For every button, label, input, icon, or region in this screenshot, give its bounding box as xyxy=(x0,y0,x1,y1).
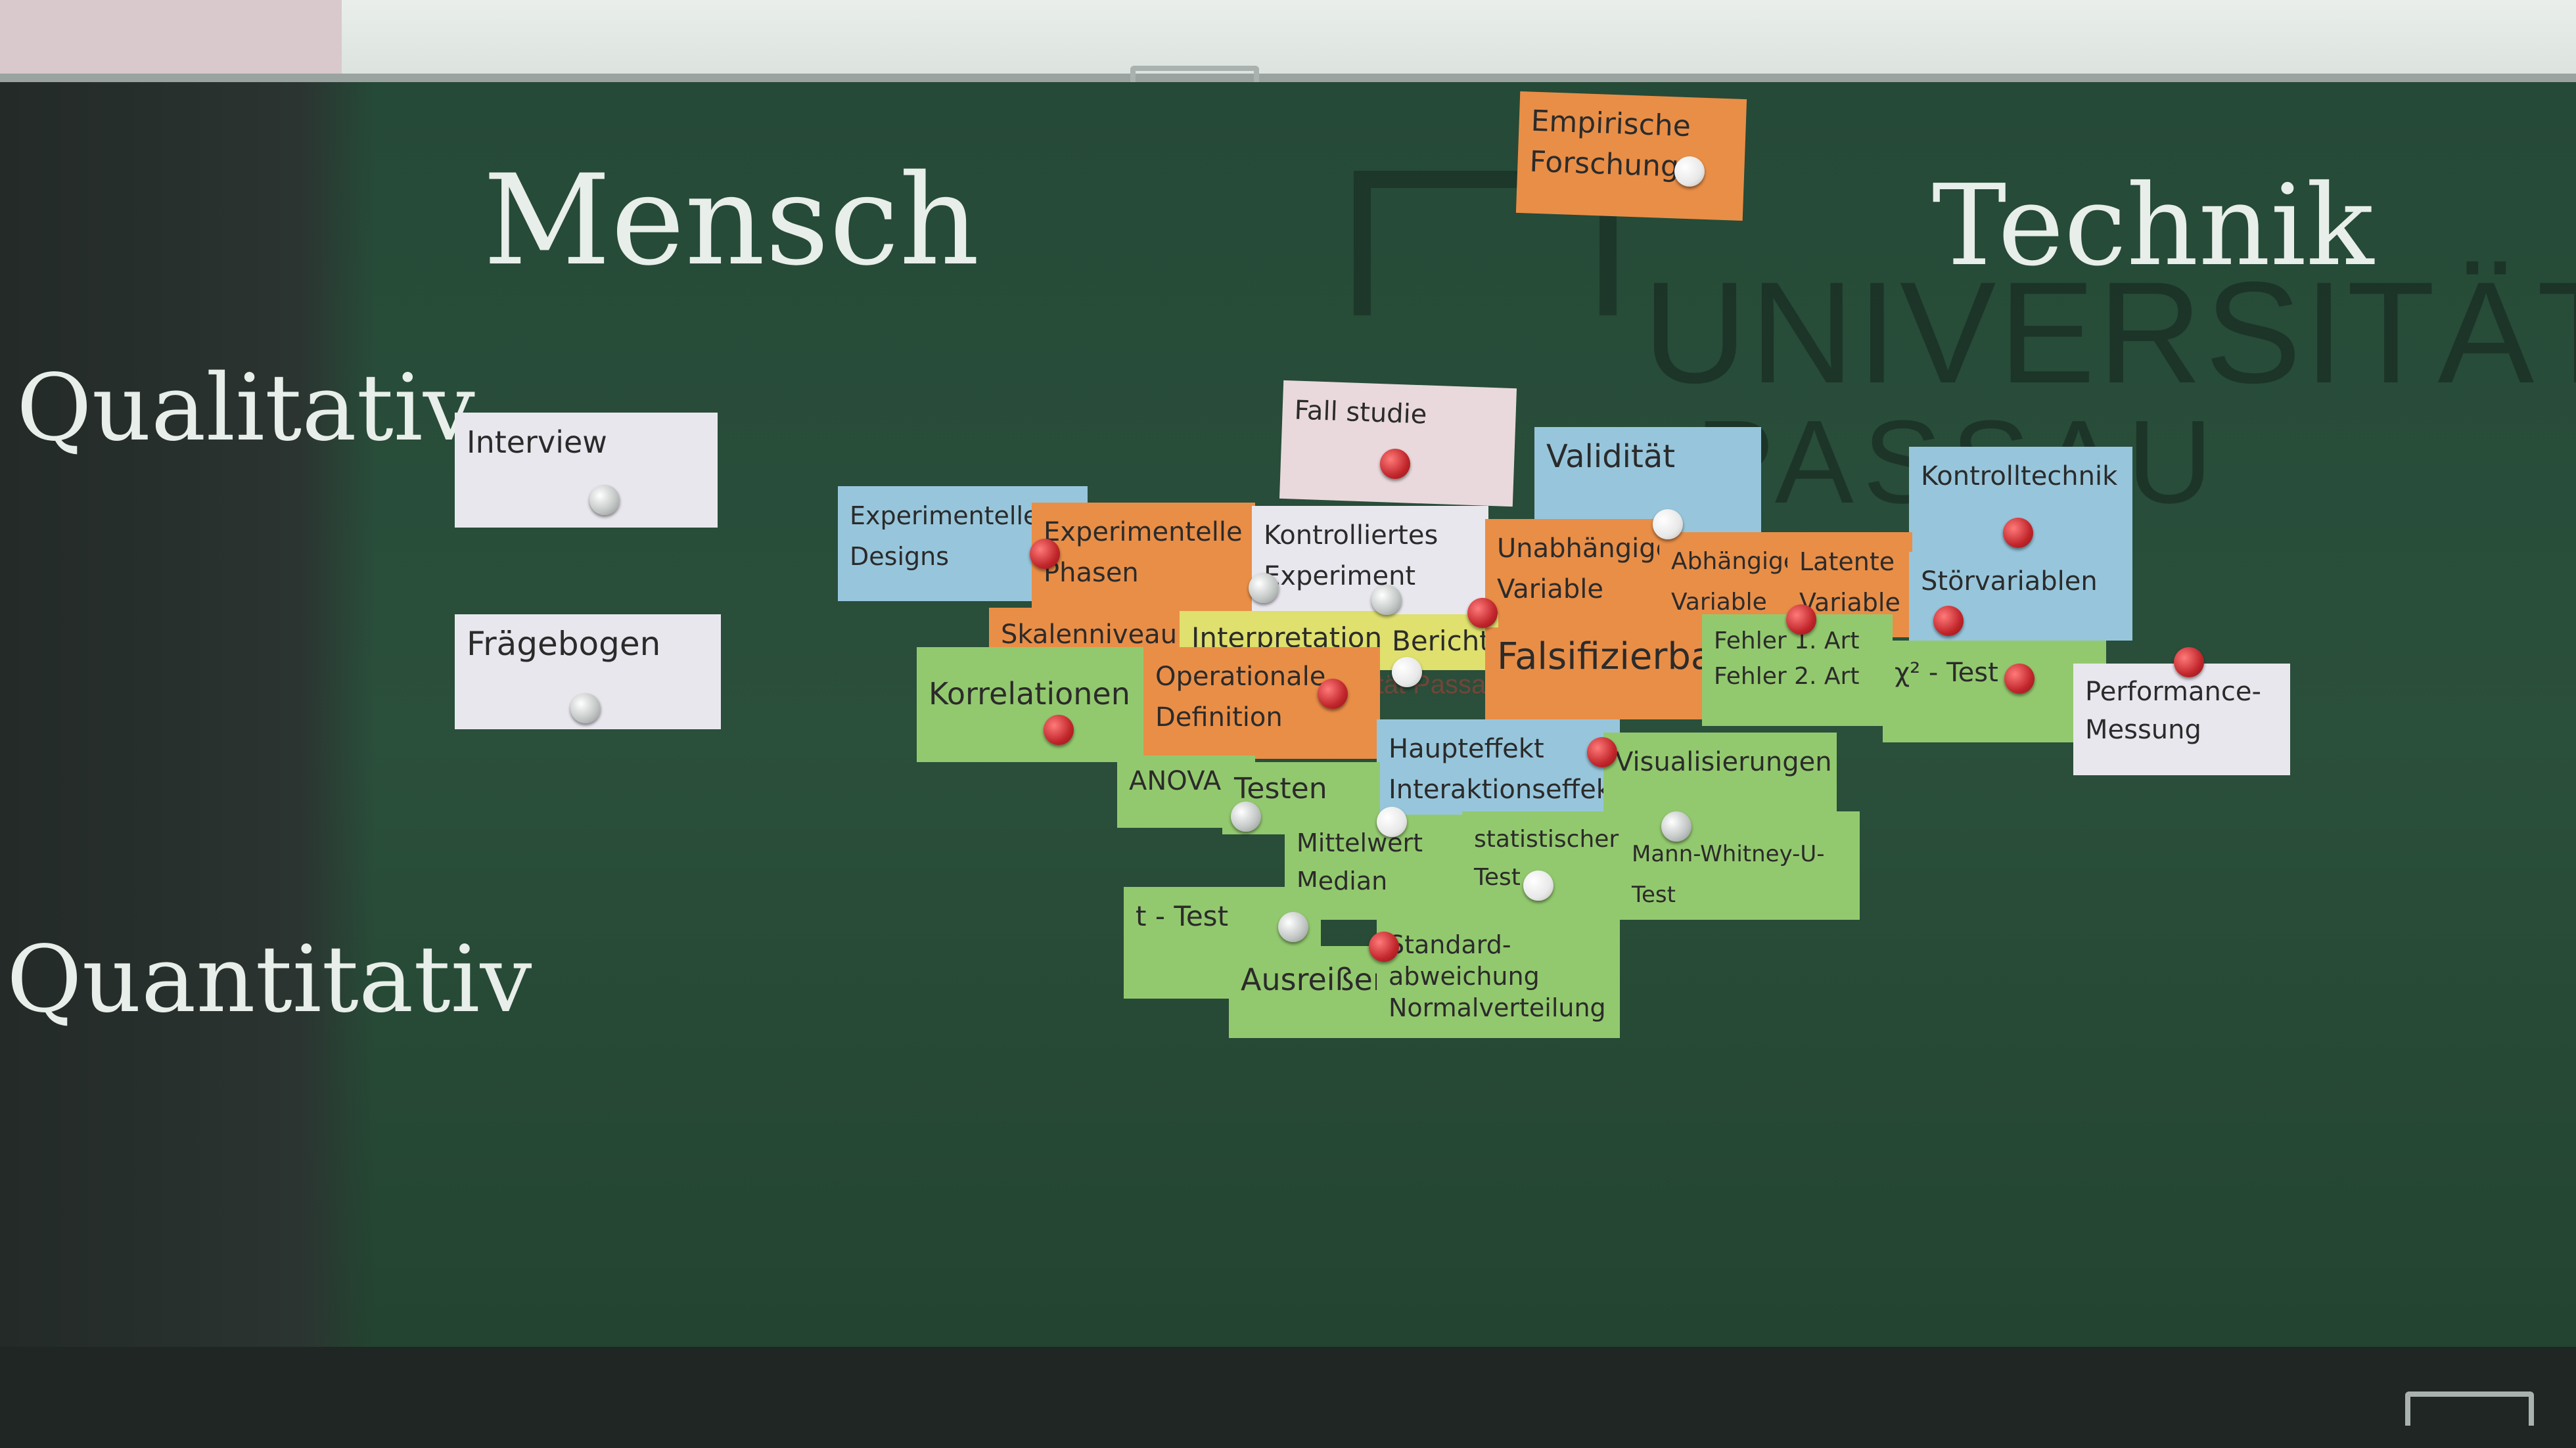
heading-qualitativ: Qualitativ xyxy=(16,355,475,462)
magnet[interactable] xyxy=(1392,657,1422,687)
magnet[interactable] xyxy=(1661,811,1691,842)
card-visualisierungen[interactable]: Visualisierungen xyxy=(1603,733,1837,818)
magnet[interactable] xyxy=(1371,585,1402,615)
card-haupteffekt[interactable]: Haupteffekt Interaktionseffekt xyxy=(1377,719,1620,821)
magnet[interactable] xyxy=(1786,604,1816,635)
magnet[interactable] xyxy=(2003,518,2033,548)
magnet[interactable] xyxy=(1380,449,1410,479)
board-bottom-frame xyxy=(0,1347,2576,1448)
card-experimentelle-phasen[interactable]: Experimentelle Phasen xyxy=(1032,503,1255,611)
card-chi-quadrat-test[interactable]: χ² - Test xyxy=(1883,641,2106,742)
card-performance-messung[interactable]: Performance- Messung xyxy=(2073,664,2290,775)
magnet[interactable] xyxy=(1044,715,1074,745)
card-falsifizierbarkeit[interactable]: Falsifizierbarkeit xyxy=(1485,627,1709,719)
card-mann-whitney[interactable]: Mann-Whitney-U-Test xyxy=(1620,811,1860,920)
card-fallstudie[interactable]: Fall studie xyxy=(1279,380,1517,507)
card-korrelationen[interactable]: Korrelationen xyxy=(917,647,1147,762)
magnet[interactable] xyxy=(570,693,601,723)
card-ausreisser[interactable]: Ausreißer xyxy=(1229,946,1393,1038)
card-standardabweichung[interactable]: Standard- abweichung Normalverteilung xyxy=(1377,920,1620,1038)
card-unabhaengige-variable[interactable]: Unabhängige Variable xyxy=(1485,519,1666,644)
card-empirische-forschung[interactable]: Empirische Forschung xyxy=(1515,91,1747,221)
logo-universitaet: UNIVERSITÄT xyxy=(1643,252,2576,413)
magnet[interactable] xyxy=(1523,871,1553,901)
magnet[interactable] xyxy=(1278,912,1308,942)
card-interview[interactable]: Interview xyxy=(455,413,718,528)
card-statistischer-test[interactable]: statistischer Test xyxy=(1462,811,1626,920)
magnet[interactable] xyxy=(1674,156,1705,187)
magnet[interactable] xyxy=(1249,573,1279,603)
magnet[interactable] xyxy=(1030,539,1060,569)
card-validitaet[interactable]: Validität xyxy=(1534,427,1761,532)
board-shade xyxy=(0,82,375,1448)
magnet[interactable] xyxy=(1467,598,1498,628)
board-handle xyxy=(2405,1391,2534,1426)
magnet[interactable] xyxy=(1933,606,1964,636)
magnet[interactable] xyxy=(1318,679,1348,709)
magnet[interactable] xyxy=(1369,932,1399,962)
heading-mensch: Mensch xyxy=(483,148,980,293)
magnet[interactable] xyxy=(1587,737,1617,767)
card-kontrolliertes-experiment[interactable]: Kontrolliertes Experiment xyxy=(1252,506,1488,621)
heading-quantitativ: Quantitativ xyxy=(7,926,532,1033)
card-fragebogen[interactable]: Frägebogen xyxy=(455,614,721,729)
magnet[interactable] xyxy=(1231,802,1261,832)
magnet[interactable] xyxy=(1377,807,1407,837)
magnet[interactable] xyxy=(2004,664,2035,694)
heading-technik: Technik xyxy=(1932,161,2374,291)
magnet[interactable] xyxy=(1653,509,1683,539)
magnet[interactable] xyxy=(589,485,620,515)
magnet[interactable] xyxy=(2174,647,2204,677)
